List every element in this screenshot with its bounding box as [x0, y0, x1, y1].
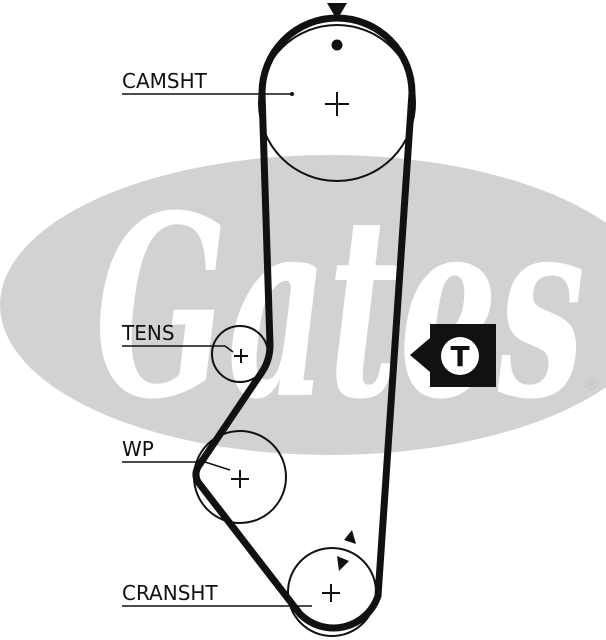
gates-watermark: Gates ®	[0, 155, 606, 455]
camshaft-callout: CAMSHT	[122, 69, 294, 96]
tensioner-center-cross	[234, 349, 248, 363]
water-pump-label: WP	[122, 437, 154, 461]
timing-belt	[192, 14, 416, 632]
tension-marker-letter: T	[450, 340, 469, 373]
camshaft-center-cross	[325, 92, 349, 116]
tension-check-marker: T	[410, 324, 496, 387]
water-pump-center-cross	[231, 470, 249, 488]
crankshaft-label: CRANSHT	[122, 581, 218, 605]
tensioner-label: TENS	[121, 321, 175, 345]
crankshaft-callout: CRANSHT	[122, 581, 312, 607]
registered-mark: ®	[583, 375, 600, 395]
tensioner-callout: TENS	[121, 321, 234, 353]
water-pump-callout: WP	[122, 437, 231, 471]
crankshaft-timing-arrow-lower	[337, 556, 349, 571]
camshaft-label: CAMSHT	[122, 69, 208, 93]
tension-marker-pointer	[410, 338, 430, 372]
watermark-logo-text: Gates	[95, 160, 585, 454]
crankshaft-timing-arrow-upper	[344, 530, 356, 544]
crankshaft-center-cross	[322, 584, 340, 602]
camshaft-timing-arrow	[327, 3, 347, 20]
camshaft-timing-dot	[331, 39, 343, 51]
tension-marker-circle	[441, 337, 479, 375]
